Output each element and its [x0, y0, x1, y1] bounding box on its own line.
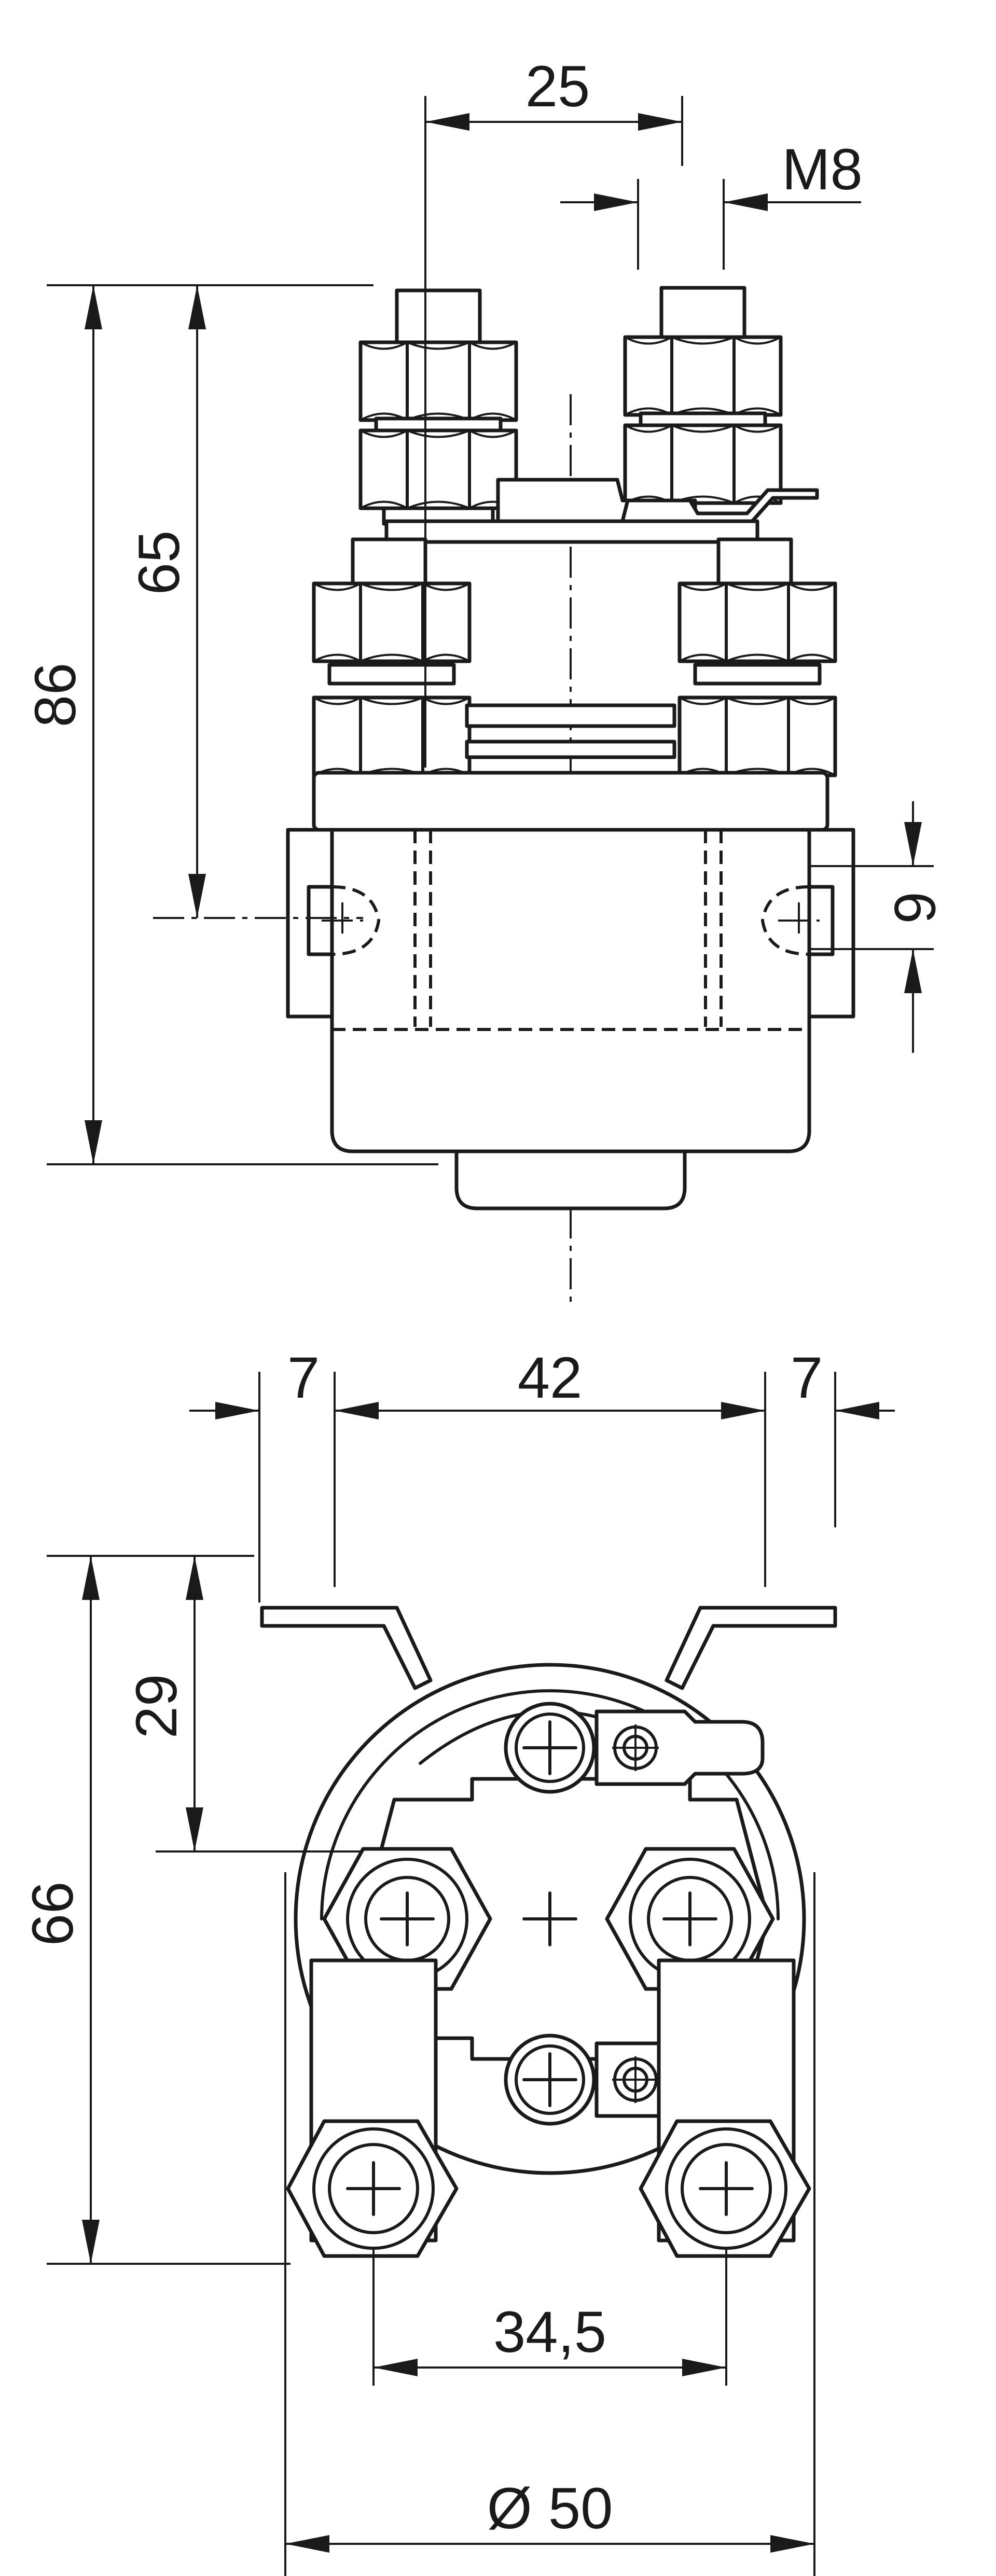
mounting-lug-right	[760, 828, 855, 1019]
label-bracket-left: 7	[287, 1345, 320, 1410]
label-thread: M8	[782, 137, 863, 202]
solenoid-body	[330, 828, 811, 1153]
hidden-lines	[332, 830, 809, 1031]
dimension-stud-pitch: 25	[424, 54, 683, 768]
mounting-lug-left	[286, 828, 381, 1019]
terminal-tab	[496, 478, 819, 523]
dimension-body-diameter: Ø 50	[284, 1872, 815, 2576]
dimension-terminal-pitch: 34,5	[372, 2248, 727, 2386]
label-overall-depth: 66	[20, 1882, 85, 1946]
label-slot-width: 6	[882, 892, 947, 924]
dimension-thread: M8	[560, 137, 863, 270]
stud-left	[361, 288, 516, 526]
terminal-left-lower	[314, 537, 469, 775]
stud-right	[625, 286, 781, 503]
side-view: 25 M8 86 65	[23, 54, 947, 1307]
bottom-boss	[454, 1149, 687, 1210]
dimension-bracket: 7 42 7	[189, 1345, 895, 1603]
label-terminal-pitch: 34,5	[493, 2300, 606, 2364]
label-body-diameter: Ø 50	[487, 2476, 613, 2541]
dimension-overall-depth: 66	[20, 1555, 290, 2265]
label-bracket-hole-pitch: 42	[518, 1345, 583, 1410]
dimension-center-offset: 29	[124, 1556, 363, 1853]
mounting-bracket	[260, 1606, 433, 1690]
terminal-right-lower	[680, 537, 835, 775]
top-view: 7 42 7 66 29 34,5	[20, 1345, 895, 2576]
dimension-mount-height: 65	[127, 285, 363, 919]
cap-upper	[384, 519, 759, 544]
dimension-overall-height: 86	[23, 284, 438, 1165]
insulator-plate	[465, 703, 676, 728]
flange	[312, 771, 829, 832]
lower-terminal-left	[286, 1958, 459, 2258]
label-stud-pitch: 25	[525, 54, 590, 119]
label-bracket-right: 7	[791, 1345, 823, 1410]
label-overall-height: 86	[23, 663, 88, 728]
control-terminal-top	[504, 1702, 765, 1794]
label-center-offset: 29	[124, 1674, 189, 1739]
label-mount-height: 65	[127, 531, 191, 595]
dimension-slot-width: 6	[809, 801, 947, 1053]
main-terminal-left	[322, 1847, 492, 1991]
lower-terminal-right	[639, 1958, 811, 2258]
